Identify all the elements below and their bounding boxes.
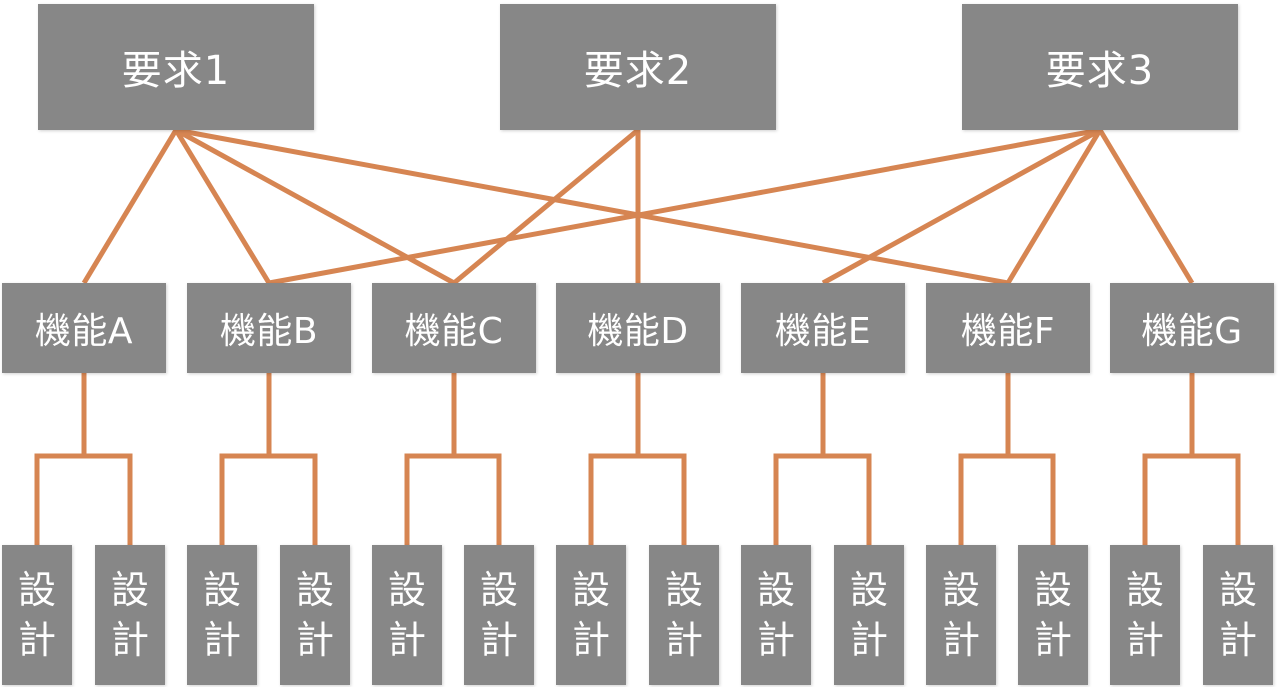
function-label: 機能D — [587, 311, 689, 352]
design-label-top: 設 — [941, 568, 980, 612]
design-label-bottom: 計 — [849, 618, 888, 662]
fork-branches-fA — [34, 453, 133, 545]
requirement-label: 要求3 — [1045, 48, 1155, 94]
design-label-bottom: 計 — [295, 618, 334, 662]
fork-branches-fC — [404, 453, 502, 545]
design-label-top: 設 — [849, 568, 888, 612]
design-box: 設 計 — [556, 545, 626, 685]
design-label-bottom: 計 — [110, 618, 149, 662]
design-label-bottom: 計 — [17, 618, 56, 662]
function-box-b: 機能B — [187, 283, 351, 373]
design-label-top: 設 — [571, 568, 610, 612]
design-box: 設 計 — [1018, 545, 1088, 685]
requirement-box-3: 要求3 — [962, 4, 1238, 130]
design-label-top: 設 — [1218, 568, 1257, 612]
edge-req1-fA — [81, 128, 179, 285]
function-label: 機能B — [219, 311, 319, 352]
design-label-bottom: 計 — [941, 618, 980, 662]
function-label: 機能G — [1141, 311, 1243, 352]
requirement-label: 要求1 — [121, 48, 231, 94]
design-box: 設 計 — [372, 545, 442, 685]
edge-req3-fB — [268, 127, 1101, 286]
design-label-top: 設 — [17, 568, 56, 612]
design-box: 設 計 — [280, 545, 350, 685]
edge-req3-fG — [1097, 128, 1195, 285]
design-label-top: 設 — [1033, 568, 1072, 612]
design-label-top: 設 — [1125, 568, 1164, 612]
edge-req3-fE — [821, 127, 1102, 286]
fork-branches-fB — [219, 453, 318, 545]
design-label-top: 設 — [387, 568, 426, 612]
design-box: 設 計 — [1203, 545, 1273, 685]
design-box: 設 計 — [2, 545, 72, 685]
design-label-top: 設 — [664, 568, 703, 612]
function-box-f: 機能F — [926, 283, 1090, 373]
design-box: 設 計 — [649, 545, 719, 685]
design-box: 設 計 — [95, 545, 165, 685]
design-label-top: 設 — [756, 568, 795, 612]
fork-branches-fF — [958, 453, 1056, 545]
edge-req3-fF — [1005, 128, 1103, 285]
function-box-d: 機能D — [556, 283, 720, 373]
design-box: 設 計 — [187, 545, 257, 685]
function-label: 機能E — [774, 311, 872, 352]
fork-branches-fG — [1142, 453, 1241, 545]
edge-req1-fC — [174, 127, 456, 286]
design-label-bottom: 計 — [1033, 618, 1072, 662]
requirement-label: 要求2 — [583, 48, 693, 94]
function-box-c: 機能C — [372, 283, 536, 373]
design-label-bottom: 計 — [664, 618, 703, 662]
design-box: 設 計 — [926, 545, 996, 685]
design-label-bottom: 計 — [387, 618, 426, 662]
design-label-bottom: 計 — [756, 618, 795, 662]
function-box-g: 機能G — [1110, 283, 1274, 373]
design-label-top: 設 — [479, 568, 518, 612]
design-label-bottom: 計 — [1125, 618, 1164, 662]
requirement-box-2: 要求2 — [500, 4, 776, 130]
function-box-a: 機能A — [2, 283, 166, 373]
design-label-bottom: 計 — [202, 618, 241, 662]
fork-branches-fE — [773, 453, 872, 545]
design-box: 設 計 — [834, 545, 904, 685]
design-box: 設 計 — [464, 545, 534, 685]
fork-branches-fD — [588, 453, 687, 545]
function-label: 機能A — [34, 311, 134, 352]
design-label-bottom: 計 — [1218, 618, 1257, 662]
requirement-box-1: 要求1 — [38, 4, 314, 130]
design-label-top: 設 — [110, 568, 149, 612]
function-box-e: 機能E — [741, 283, 905, 373]
design-box: 設 計 — [741, 545, 811, 685]
design-label-top: 設 — [295, 568, 334, 612]
edge-req1-fF — [175, 127, 1009, 286]
edge-req1-fB — [173, 128, 272, 285]
design-label-top: 設 — [202, 568, 241, 612]
design-box: 設 計 — [1110, 545, 1180, 685]
edge-req2-fC — [452, 128, 640, 285]
design-label-bottom: 計 — [571, 618, 610, 662]
design-label-bottom: 計 — [479, 618, 518, 662]
function-label: 機能C — [404, 311, 504, 352]
function-label: 機能F — [960, 311, 1056, 352]
